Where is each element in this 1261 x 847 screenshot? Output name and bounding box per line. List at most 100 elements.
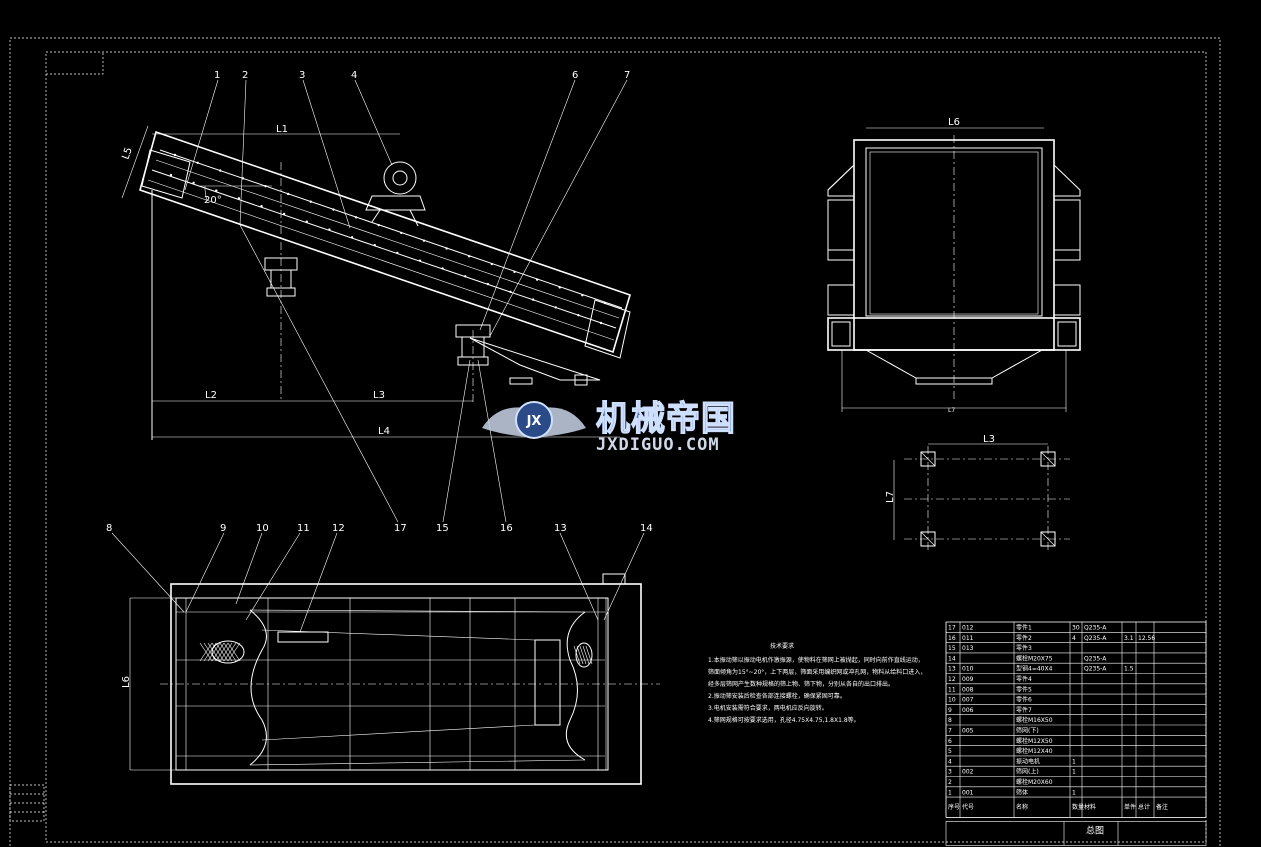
deck-upper [159, 149, 623, 309]
bolt-mark [554, 306, 557, 309]
bolt-mark [531, 298, 535, 301]
corner-box [46, 52, 104, 75]
left-stamp [9, 784, 45, 822]
bom-header-cell: 单件 [1124, 803, 1136, 811]
bolt-mark [237, 197, 241, 200]
callout-4: 4 [351, 70, 357, 81]
callout-17: 17 [394, 523, 407, 534]
callout-13: 13 [554, 523, 567, 534]
note-line: 3.电机安装需符合要求，两电机应反向旋转。 [708, 704, 828, 712]
dim-L5: L5 [120, 146, 134, 161]
bom-cell: 14 [948, 655, 956, 662]
bom-header-cell: 总计 [1138, 803, 1150, 811]
bom-cell: 螺栓M12X50 [1016, 737, 1053, 745]
bom-cell: 4 [948, 758, 952, 765]
bom-header-cell: 代号 [962, 803, 974, 811]
callout-11: 11 [297, 523, 310, 534]
bolt-mark [219, 169, 222, 172]
bom-cell: 筛体 [1016, 788, 1028, 796]
bom-cell: 010 [962, 666, 974, 673]
bom-cell: 13 [948, 666, 956, 673]
bom-cell: 012 [962, 625, 974, 632]
bom-cell: 零件2 [1016, 634, 1032, 642]
bolt-mark [196, 161, 199, 164]
watermark: JX 机械帝国 JXDIGUO.COM [482, 398, 736, 455]
bom-cell: 5 [948, 748, 952, 755]
note-line: 筛面倾角为15°~20°，上下两层，筛面采用编织网或冲孔网，物料从给料口进入， [708, 668, 926, 676]
bolt-mark [513, 270, 516, 274]
callout-6: 6 [572, 70, 578, 81]
bom-cell: 零件3 [1016, 644, 1032, 652]
support-right [455, 324, 491, 405]
bom-header-cell: 材料 [1084, 803, 1096, 811]
bom-cell: 螺栓M12X40 [1016, 747, 1053, 755]
bolt-mark [173, 153, 177, 157]
bolt-mark [468, 255, 471, 258]
bom-cell: 16 [948, 635, 956, 642]
bom-header-cell: 备注 [1156, 803, 1168, 811]
bolt-mark [464, 275, 467, 278]
notes-title: 技术要求 [770, 642, 794, 650]
bolt-mark [490, 262, 494, 266]
bolt-mark [215, 189, 218, 192]
dim-L3-plan: L3 [983, 434, 995, 445]
bom-cell: 007 [962, 697, 974, 704]
bom-cell: 10 [948, 697, 956, 704]
bom-cell: 17 [948, 625, 956, 632]
bolt-mark [603, 301, 607, 305]
callout-15: 15 [436, 523, 449, 534]
inlet-box [141, 149, 191, 199]
bom-cell: 6 [948, 738, 952, 745]
bom-cell: 30 [1072, 625, 1080, 632]
bolt-mark [400, 231, 403, 235]
bom-cell: 筛网(上) [1016, 768, 1039, 776]
bom-cell: 1 [1072, 758, 1076, 765]
bom-cell: 螺栓M20X60 [1016, 778, 1053, 786]
dim-L4: L4 [378, 426, 390, 437]
bolt-mark [282, 212, 286, 216]
bom-header-cell: 数量 [1072, 803, 1084, 811]
bolt-mark [260, 204, 263, 208]
callout-12: 12 [332, 523, 345, 534]
bom-cell: Q235-A [1084, 625, 1107, 632]
bom-cell: Q235-A [1084, 635, 1107, 642]
bom-cell: 1 [1072, 769, 1076, 776]
bom-cell: 013 [962, 645, 974, 652]
callout-2: 2 [242, 70, 248, 81]
foundation-plan: L3 L7 [885, 434, 1070, 552]
motor-base [365, 195, 426, 211]
callout-9: 9 [220, 523, 226, 534]
nameplate [277, 631, 329, 643]
bom-cell: 11 [948, 686, 956, 693]
plan-view: L6 [111, 532, 660, 785]
callout-1: 1 [214, 70, 220, 81]
bolt-mark [558, 286, 561, 289]
bom-header-cell: 序号 [948, 803, 960, 811]
bolt-mark [305, 220, 308, 223]
bom-cell: 螺栓M16X50 [1016, 716, 1053, 724]
bolt-mark [509, 290, 512, 294]
discharge-hopper [469, 337, 601, 381]
bom-cell: 002 [962, 769, 974, 776]
bom-cell: 振动电机 [1016, 757, 1040, 765]
dim-L2: L2 [205, 390, 217, 401]
bom-cell: 001 [962, 789, 974, 796]
bom-cell: 3.1 [1124, 635, 1134, 642]
bom-cell: 零件1 [1016, 624, 1032, 632]
watermark-cn: 机械帝国 [596, 399, 736, 439]
bolt-mark [377, 223, 380, 227]
bom-cell: 4 [1072, 635, 1076, 642]
bolt-mark [286, 192, 290, 196]
bolt-mark [441, 267, 444, 270]
gear-logo-icon [515, 401, 553, 439]
bolt-mark [422, 239, 426, 242]
deck-lower [151, 169, 617, 329]
side-view: 20° L1 L5 L2 L3 L4 [120, 79, 631, 523]
bolt-mark [354, 216, 358, 219]
drawing-title: 总图 [1086, 824, 1104, 836]
callout-14: 14 [640, 523, 653, 534]
mesh-patch-left [211, 640, 245, 664]
dim-L1: L1 [276, 124, 288, 135]
